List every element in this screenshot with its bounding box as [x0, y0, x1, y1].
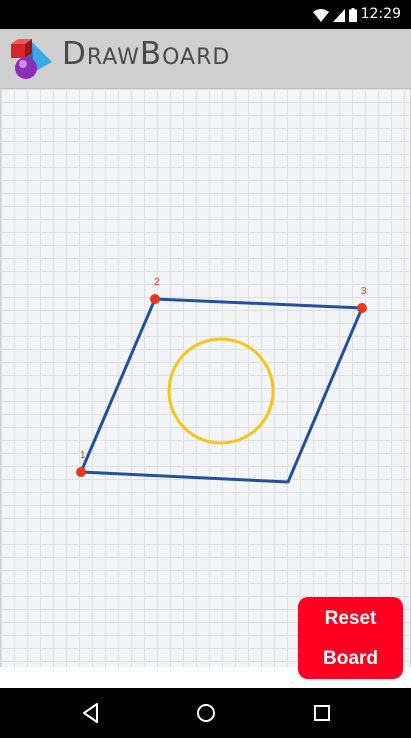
vertex-point[interactable] [357, 303, 367, 313]
drawing-canvas[interactable]: 1 2 3 [1, 89, 411, 667]
vertex-label: 3 [361, 286, 367, 297]
battery-icon [349, 8, 357, 22]
drawboard-logo-icon [11, 39, 52, 79]
home-icon[interactable] [193, 700, 219, 726]
app-bar: DrawBoard [0, 29, 411, 89]
status-time: 12:29 [360, 6, 401, 22]
status-bar: 12:29 [0, 0, 411, 29]
app-title: DrawBoard [62, 36, 231, 72]
status-icons [313, 8, 357, 22]
vertex-point[interactable] [76, 467, 86, 477]
reset-button-label-line1: Reset [324, 607, 377, 629]
drawing-board[interactable]: 1 2 3 [0, 89, 411, 667]
vertex-point[interactable] [150, 294, 160, 304]
vertex-label: 2 [154, 277, 160, 288]
reset-board-button[interactable]: Reset Board [298, 597, 403, 679]
reset-button-label-line2: Board [323, 647, 378, 669]
back-icon[interactable] [78, 700, 104, 726]
signal-icon [333, 8, 345, 22]
vertex-label: 1 [80, 450, 86, 461]
recents-icon[interactable] [309, 700, 335, 726]
circle-shape[interactable] [167, 337, 275, 445]
parallelogram-shape[interactable] [79, 297, 364, 484]
wifi-icon [313, 8, 329, 22]
navigation-bar [0, 688, 411, 738]
